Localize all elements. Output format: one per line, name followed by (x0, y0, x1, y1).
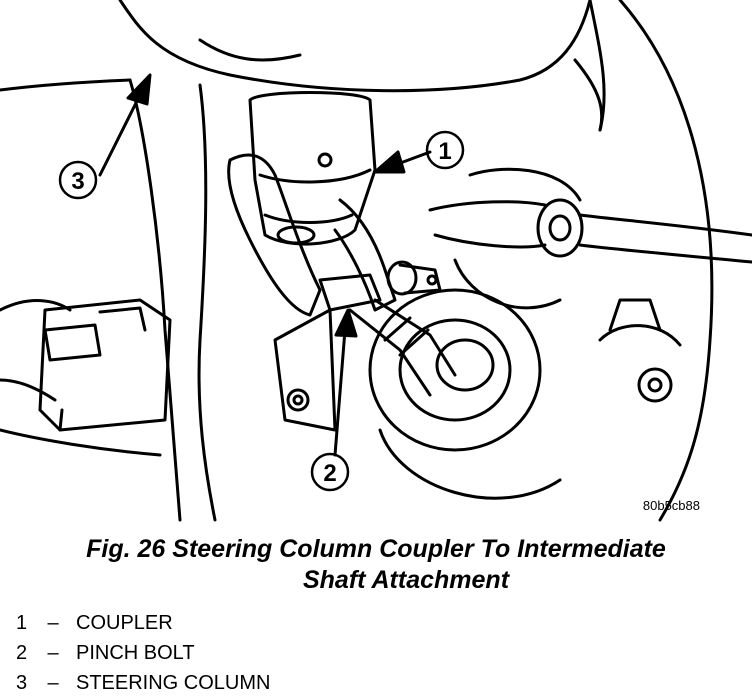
steering-coupler-illustration: 1 2 3 80b5cb88 (0, 0, 752, 522)
electrical-connector (38, 298, 172, 432)
legend-item: 1 – COUPLER (16, 608, 270, 638)
legend-label: COUPLER (76, 612, 173, 634)
dash-panel (118, 0, 714, 522)
legend-item: 3 – STEERING COLUMN (16, 668, 270, 698)
caption-line-2: Shaft Attachment (302, 566, 510, 594)
caption-line-1: Fig. 26 Steering Column Coupler To Inter… (86, 535, 666, 563)
figure-caption: Fig. 26 Steering Column Coupler To Inter… (0, 534, 752, 596)
legend-label: STEERING COLUMN (76, 672, 271, 694)
arrowhead-1 (373, 150, 406, 174)
figure-code: 80b5cb88 (643, 498, 700, 513)
legend-item: 2 – PINCH BOLT (16, 638, 270, 668)
legend-dash: – (47, 672, 59, 694)
arrowhead-3 (126, 73, 152, 106)
right-bolt (598, 298, 682, 403)
intermediate-shaft (348, 288, 562, 500)
svg-text:3: 3 (71, 168, 84, 195)
svg-text:2: 2 (323, 460, 336, 487)
callout-1: 1 (425, 130, 465, 170)
legend-label: PINCH BOLT (76, 642, 195, 664)
legend-number: 3 (16, 672, 28, 694)
coupler (227, 153, 442, 317)
arrowhead-2 (334, 308, 358, 338)
callout-2: 2 (310, 452, 350, 492)
legend-dash: – (47, 612, 59, 634)
left-panel (0, 78, 217, 522)
legend-number: 2 (16, 642, 28, 664)
legend-number: 1 (16, 612, 28, 634)
leader-lines (98, 73, 432, 457)
steering-column (248, 91, 377, 246)
legend: 1 – COUPLER 2 – PINCH BOLT 3 – STEERING … (16, 608, 270, 698)
lower-bracket (273, 308, 337, 432)
right-linkage (428, 167, 752, 310)
callout-3: 3 (58, 160, 98, 200)
legend-dash: – (47, 642, 59, 664)
svg-text:1: 1 (438, 138, 451, 165)
